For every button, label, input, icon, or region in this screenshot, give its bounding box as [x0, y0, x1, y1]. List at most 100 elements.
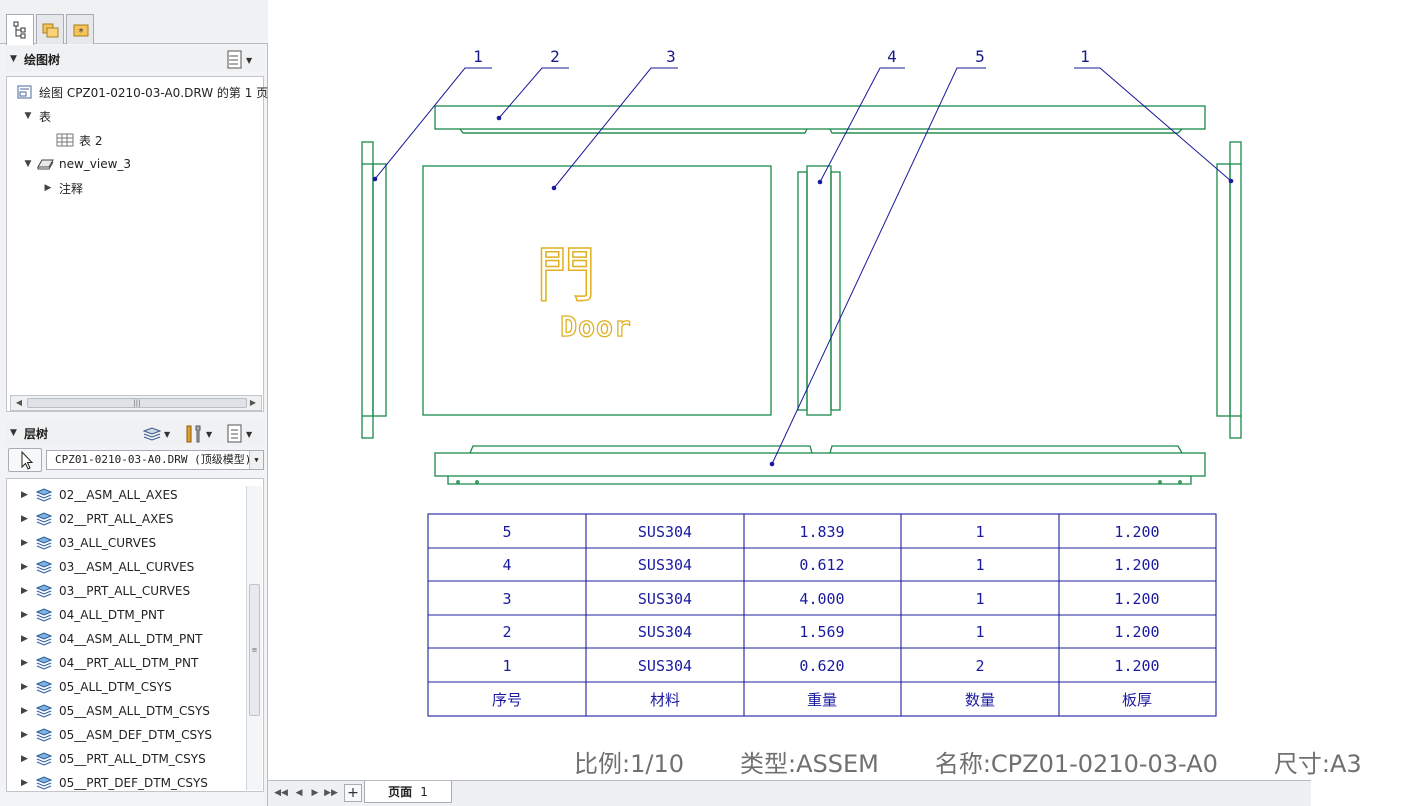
add-page-button[interactable]: +: [344, 784, 362, 802]
layer-icon: [35, 631, 55, 647]
collapsed-triangle-icon[interactable]: ▶: [21, 754, 28, 764]
layer-item[interactable]: ▶03__ASM_ALL_CURVES: [21, 555, 194, 579]
layer-item[interactable]: ▶ 02__ASM_ALL_AXES: [21, 483, 178, 507]
balloon-label[interactable]: 2: [550, 47, 560, 66]
bom-cell: SUS304: [638, 623, 692, 641]
collapsed-triangle-icon[interactable]: ▶: [21, 562, 28, 572]
balloon-label[interactable]: 5: [975, 47, 985, 66]
part-geometry: [361, 105, 1242, 485]
layer-item[interactable]: ▶05_ALL_DTM_CSYS: [21, 675, 172, 699]
collapsed-triangle-icon[interactable]: ▶: [21, 634, 28, 644]
tab-model-tree[interactable]: [6, 14, 34, 45]
expand-triangle-icon[interactable]: ▼: [24, 111, 32, 121]
tree-item-label: 注释: [59, 181, 84, 196]
drawing-tree-settings-button[interactable]: ▼: [226, 50, 252, 70]
layer-tools-button[interactable]: ▼: [184, 424, 212, 444]
chevron-down-icon: ▼: [246, 55, 253, 65]
collapsed-triangle-icon[interactable]: ▶: [21, 586, 28, 596]
balloon-label[interactable]: 4: [887, 47, 897, 66]
scroll-thumb[interactable]: ≡: [249, 584, 260, 716]
collapsed-triangle-icon[interactable]: ▶: [21, 706, 28, 716]
tab-folder-browser[interactable]: [36, 14, 64, 44]
bom-cell: 1: [975, 590, 984, 608]
layer-list-vertical-scrollbar[interactable]: ≡: [246, 486, 262, 790]
layer-item[interactable]: ▶ 05__ASM_ALL_DTM_CSYS: [21, 699, 210, 723]
layer-item[interactable]: ▶05__ASM_DEF_DTM_CSYS: [21, 723, 212, 747]
collapsed-triangle-icon[interactable]: ▶: [21, 682, 28, 692]
tree-item-drawing-sheet[interactable]: 绘图 CPZ01-0210-03-A0.DRW 的第 1 页: [15, 81, 268, 103]
expand-triangle-icon[interactable]: ▼: [24, 159, 32, 169]
favorites-folder-icon: *: [73, 24, 89, 38]
folders-icon: [42, 23, 59, 38]
bom-cell: SUS304: [638, 657, 692, 675]
layer-display-button[interactable]: ▼: [142, 424, 170, 444]
bom-cell: 1: [975, 556, 984, 574]
panel-tab-bar: *: [0, 0, 268, 45]
collapsed-triangle-icon[interactable]: ▶: [21, 730, 28, 740]
layer-item-label: 04__PRT_ALL_DTM_PNT: [59, 656, 199, 670]
layer-icon: [35, 511, 55, 527]
layer-icon: [35, 703, 55, 719]
scroll-thumb[interactable]: |||: [27, 398, 247, 408]
collapsed-triangle-icon[interactable]: ▶: [21, 490, 28, 500]
collapsed-triangle-icon[interactable]: ▶: [21, 658, 28, 668]
layer-item[interactable]: ▶ 04__PRT_ALL_DTM_PNT: [21, 651, 198, 675]
drawing-tree-header: ▼ 绘图树 ▼: [6, 46, 264, 72]
collapsed-triangle-icon[interactable]: ▶: [21, 514, 28, 524]
prev-page-icon[interactable]: ◀: [295, 788, 303, 798]
bom-cell: 1: [975, 623, 984, 641]
tree-item-view[interactable]: ▼ new_view_3: [21, 153, 132, 175]
tree-item-label: 表: [39, 109, 52, 124]
bom-cell: 4: [502, 556, 511, 574]
title-block-line: 比例:1/10 类型:ASSEM 名称:CPZ01-0210-03-A0 尺寸:…: [574, 744, 1418, 778]
layer-item[interactable]: ▶03_ALL_CURVES: [21, 531, 156, 555]
layer-item-label: 05__ASM_ALL_DTM_CSYS: [59, 704, 210, 718]
layer-tree-settings-button[interactable]: ▼: [226, 424, 252, 444]
right-post: [1216, 141, 1242, 439]
layer-item-label: 02__ASM_ALL_AXES: [59, 488, 178, 502]
collapse-triangle-icon[interactable]: ▼: [10, 54, 17, 64]
layer-item[interactable]: ▶04__ASM_ALL_DTM_PNT: [21, 627, 203, 651]
bom-cell: SUS304: [638, 556, 692, 574]
layer-item[interactable]: ▶05__PRT_ALL_DTM_CSYS: [21, 747, 206, 771]
collapsed-triangle-icon[interactable]: ▶: [21, 538, 28, 548]
collapsed-triangle-icon[interactable]: ▶: [21, 610, 28, 620]
tree-item-annotations[interactable]: ▶ 注释: [41, 177, 83, 199]
tree-item-table-2[interactable]: 表 2: [55, 129, 102, 151]
balloon-label[interactable]: 1: [1080, 47, 1090, 66]
model-selector-value: CPZ01-0210-03-A0.DRW (顶级模型): [55, 453, 252, 466]
tree-item-tables[interactable]: ▼ 表: [21, 105, 51, 127]
chevron-down-icon[interactable]: ▼: [249, 451, 263, 469]
next-page-icon[interactable]: ▶: [311, 788, 319, 798]
drawing-canvas[interactable]: 門 Door 1 2 3 4 5 1: [270, 0, 1362, 780]
layers-icon: [142, 427, 162, 441]
bom-cell: 0.612: [799, 556, 844, 574]
model-selector-dropdown[interactable]: CPZ01-0210-03-A0.DRW (顶级模型) ▼: [46, 450, 264, 470]
layer-item[interactable]: ▶ 02__PRT_ALL_AXES: [21, 507, 174, 531]
layer-item-label: 02__PRT_ALL_AXES: [59, 512, 174, 526]
layer-item[interactable]: ▶04_ALL_DTM_PNT: [21, 603, 164, 627]
bom-cell: 1.200: [1114, 556, 1159, 574]
scroll-left-icon[interactable]: ◀: [15, 398, 23, 407]
bom-cell: 1.569: [799, 623, 844, 641]
scroll-right-icon[interactable]: ▶: [249, 398, 257, 407]
layer-item[interactable]: ▶03__PRT_ALL_CURVES: [21, 579, 190, 603]
layer-icon: [35, 775, 55, 791]
collapse-triangle-icon[interactable]: ▼: [10, 428, 17, 438]
tab-favorites[interactable]: *: [66, 14, 94, 44]
cursor-arrow-icon: [21, 450, 34, 470]
collapsed-triangle-icon[interactable]: ▶: [21, 778, 28, 788]
page-tab-1[interactable]: 页面 1: [364, 781, 452, 803]
drawing-tree-horizontal-scrollbar[interactable]: ◀ ||| ▶: [10, 395, 262, 411]
last-page-icon[interactable]: ▶▶: [324, 788, 338, 798]
first-page-icon[interactable]: ◀◀: [274, 788, 288, 798]
select-tool-button[interactable]: [8, 448, 42, 472]
drawing-sheet[interactable]: 門 Door 1 2 3 4 5 1: [270, 0, 1311, 780]
collapsed-triangle-icon[interactable]: ▶: [44, 183, 52, 193]
balloon-label[interactable]: 3: [666, 47, 676, 66]
layer-item[interactable]: ▶05__PRT_DEF_DTM_CSYS: [21, 771, 208, 795]
bom-cell: 5: [502, 523, 511, 541]
tree-item-label: 绘图 CPZ01-0210-03-A0.DRW 的第 1 页: [39, 85, 269, 100]
balloon-label[interactable]: 1: [473, 47, 483, 66]
